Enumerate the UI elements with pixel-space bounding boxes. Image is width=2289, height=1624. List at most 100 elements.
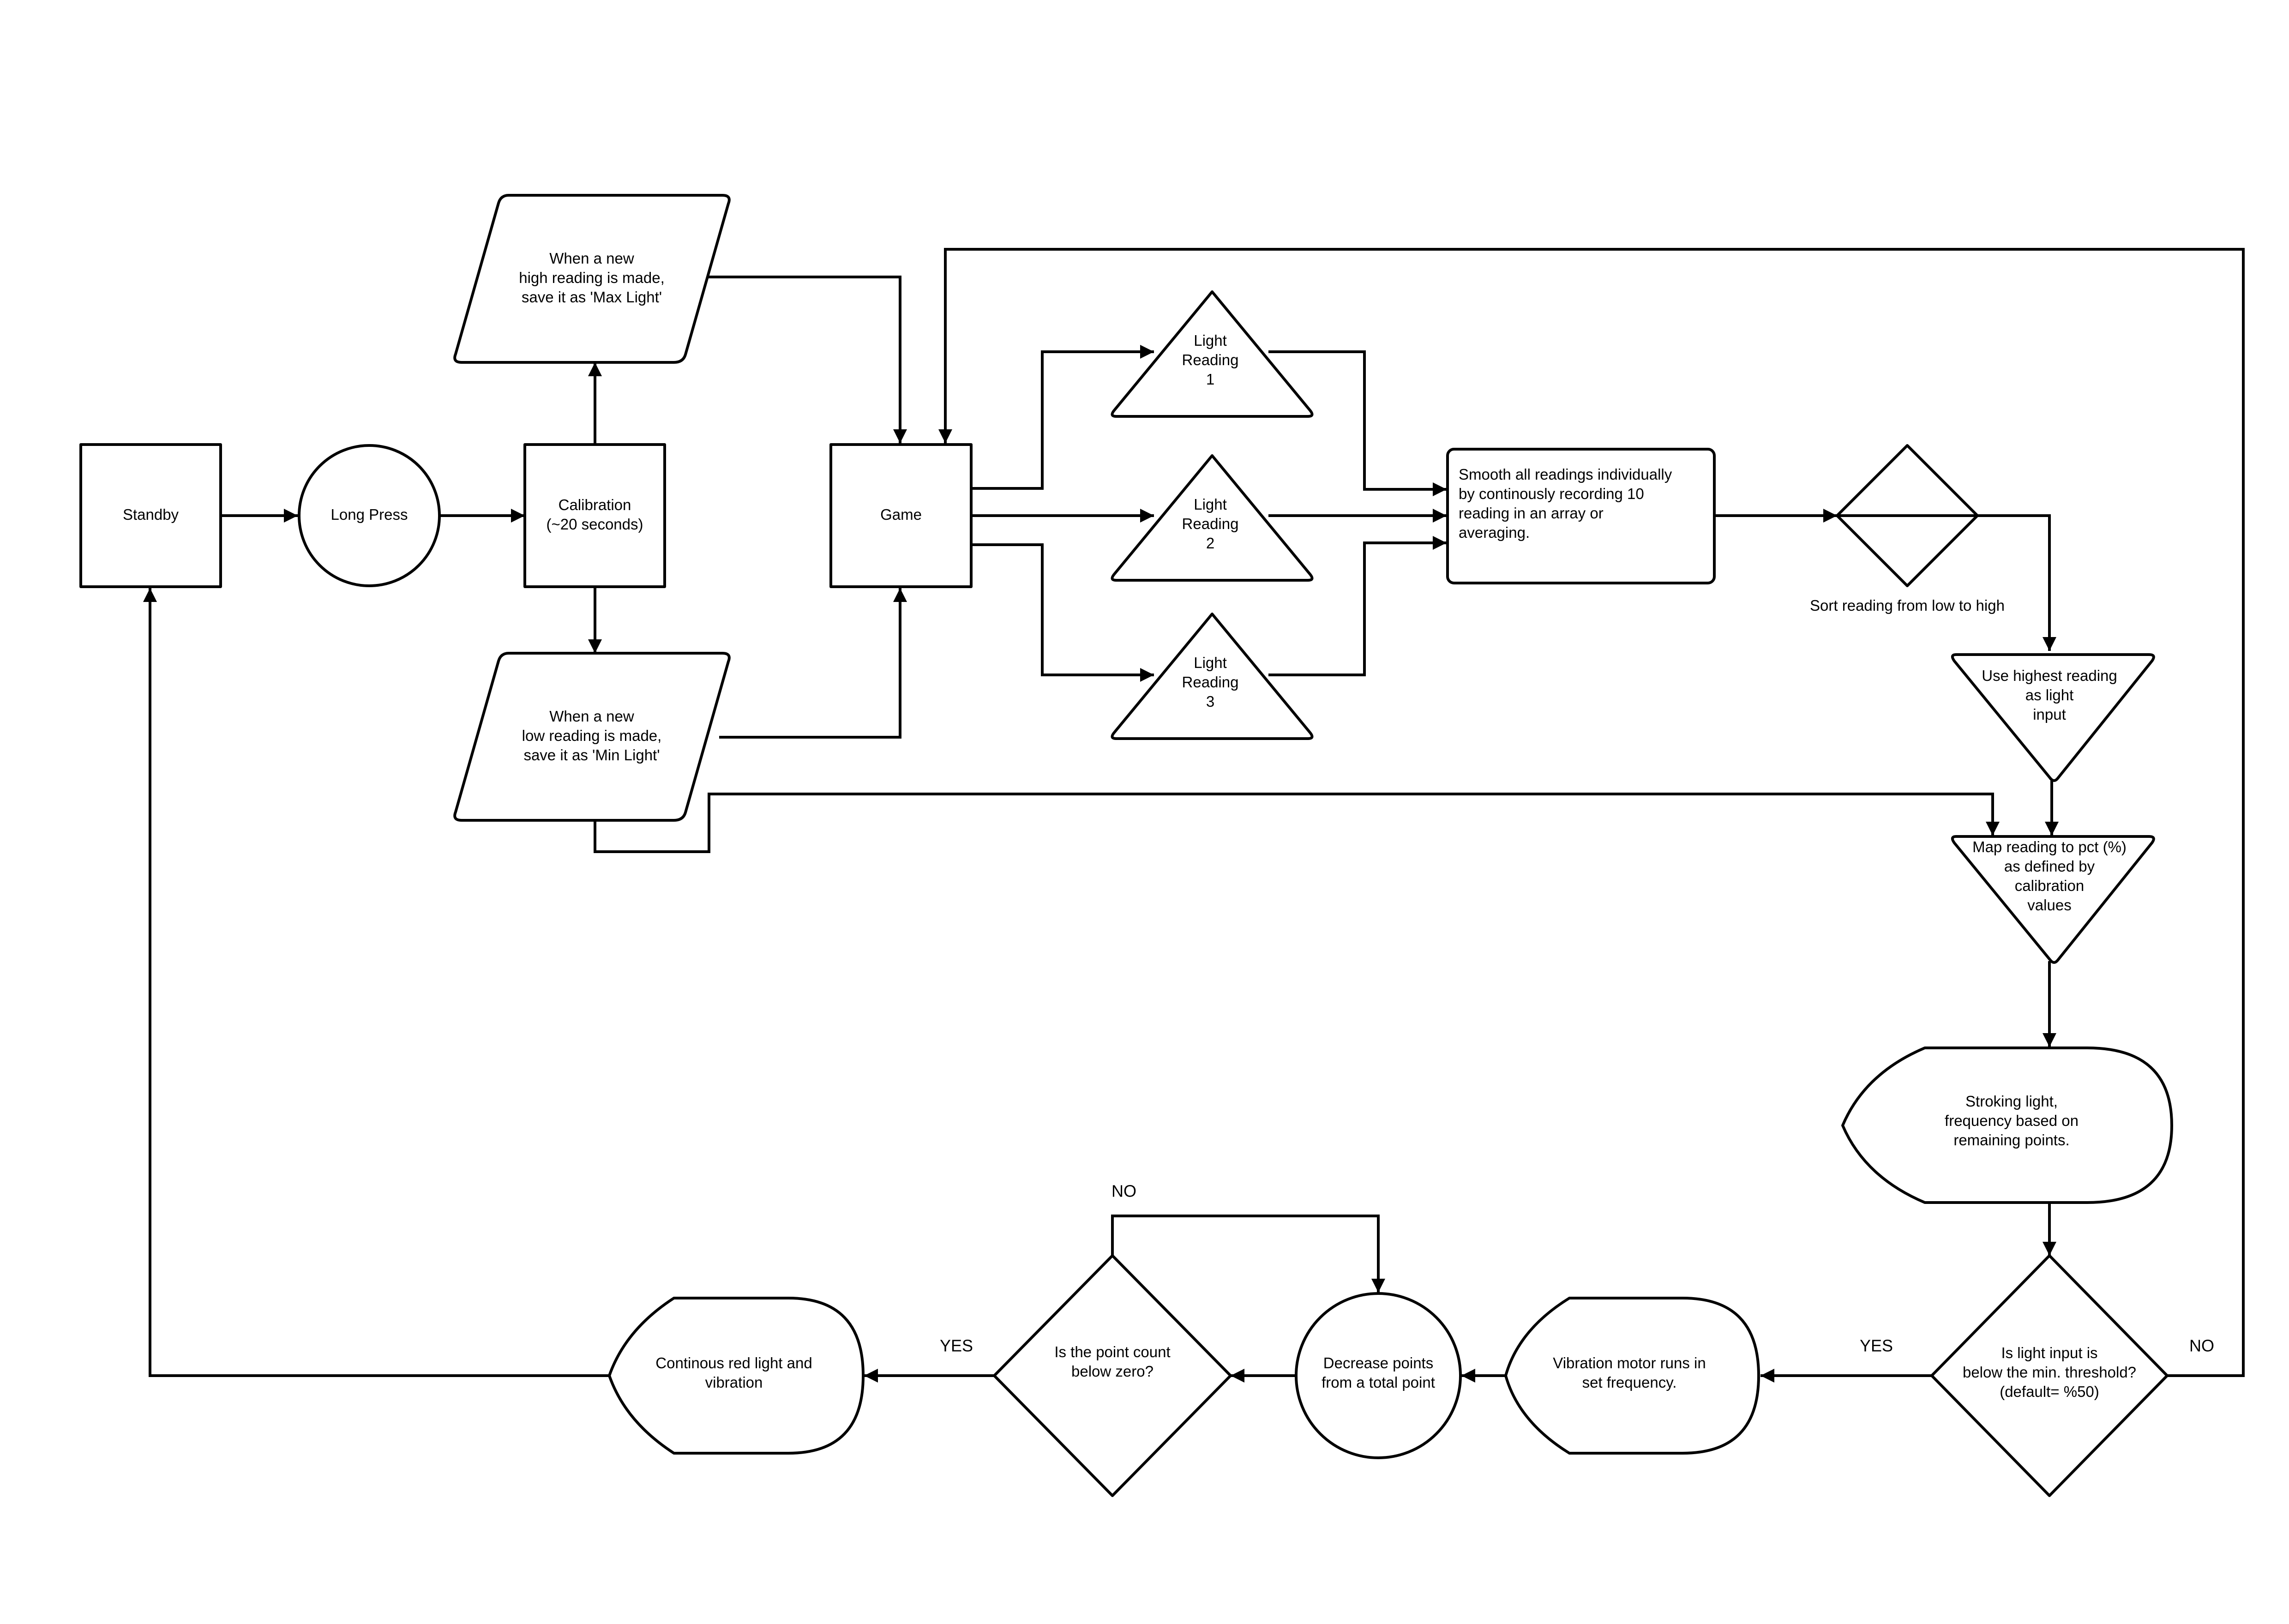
long-press-node: [298, 444, 441, 587]
edge-game-to-reading3: [971, 543, 1154, 682]
decrease-label: Decrease points from a total point: [1322, 1354, 1435, 1391]
stroking-label-line: Stroking light,: [1965, 1093, 2058, 1110]
calibration-label-line: Calibration: [559, 496, 631, 513]
light-reading-2-label-line: Light: [1194, 496, 1227, 513]
threshold-node: [1930, 1254, 2169, 1497]
point-count-label: Is the point count below zero?: [1054, 1343, 1170, 1380]
standby-label-line: Standby: [123, 506, 179, 523]
edge-maxlight-to-game: [702, 276, 907, 443]
standby-label: Standby: [123, 506, 179, 523]
light-reading-3-node: [1111, 613, 1314, 740]
max-light-label-line: When a new: [549, 250, 634, 267]
game-node: [829, 443, 973, 588]
vibration-node: [1504, 1297, 1760, 1455]
standby-node: [79, 443, 222, 588]
min-light-label-line: When a new: [549, 708, 634, 725]
light-reading-1-label-line: Light: [1194, 332, 1227, 349]
edge-minlight-to-game: [719, 588, 907, 739]
smooth-label-line: by continously recording 10: [1459, 485, 1644, 502]
game-label-line: Game: [880, 506, 922, 523]
light-reading-2-label-line: 2: [1206, 535, 1214, 552]
light-reading-2-node: [1111, 454, 1314, 582]
vibration-label: Vibration motor runs in set frequency.: [1553, 1354, 1706, 1391]
max-light-node: [453, 194, 731, 364]
calibration-node: [523, 443, 666, 588]
edge-game-to-reading1: [971, 345, 1154, 490]
points-yes-label: YES: [940, 1336, 973, 1355]
edge-reading3-to-smooth: [1268, 536, 1447, 676]
long-press-label: Long Press: [331, 506, 408, 523]
threshold-label: Is light input is below the min. threshol…: [1963, 1344, 2136, 1400]
stroking-label-line: frequency based on: [1945, 1112, 2079, 1129]
stroking-node: [1841, 1047, 2173, 1204]
map-reading-label-line: calibration: [2015, 877, 2084, 894]
threshold-label-line: Is light input is: [2001, 1344, 2097, 1361]
use-highest-label-line: input: [2033, 706, 2066, 723]
smooth-label-line: Smooth all readings individually: [1459, 466, 1672, 483]
nodes: Standby Long Press Calibration (~20 secon…: [79, 194, 2173, 1497]
long-press-label-line: Long Press: [331, 506, 408, 523]
light-reading-1-label-line: Reading: [1182, 351, 1239, 368]
stroking-label-line: remaining points.: [1953, 1131, 2069, 1149]
threshold-no-label: NO: [2189, 1336, 2214, 1355]
point-count-label-line: below zero?: [1071, 1363, 1154, 1380]
min-light-node: [453, 652, 731, 822]
calibration-label: Calibration (~20 seconds): [546, 496, 643, 533]
sort-label-line: Sort reading from low to high: [1810, 597, 2005, 614]
calibration-label-line: (~20 seconds): [546, 516, 643, 533]
edge-reading1-to-smooth: [1268, 350, 1447, 496]
points-no-label: NO: [1111, 1182, 1136, 1201]
edge-minlight-to-map: [594, 793, 2000, 853]
edge-threshold-no-to-game: [938, 248, 2245, 1377]
threshold-label-line: (default= %50): [2000, 1383, 2099, 1400]
smooth-label: Smooth all readings individually by conti…: [1459, 466, 1672, 541]
min-light-label-line: low reading is made,: [522, 727, 662, 744]
edge-labels: YES NO YES NO: [940, 1182, 2214, 1355]
light-reading-3-label-line: Light: [1194, 654, 1227, 671]
edge-sort-to-usehighest: [1977, 514, 2056, 651]
light-reading-1-label-line: 1: [1206, 371, 1214, 388]
threshold-yes-label: YES: [1860, 1336, 1893, 1355]
threshold-label-line: below the min. threshold?: [1963, 1364, 2136, 1381]
use-highest-label: Use highest reading as light input: [1982, 667, 2117, 723]
use-highest-node: [1951, 653, 2155, 782]
min-light-label: When a new low reading is made, save it as…: [522, 708, 662, 764]
continous-node: [608, 1297, 865, 1455]
map-reading-label-line: as defined by: [2004, 858, 2095, 875]
use-highest-label-line: as light: [2025, 686, 2074, 704]
light-reading-1-node: [1111, 290, 1314, 418]
use-highest-label-line: Use highest reading: [1982, 667, 2117, 684]
point-count-label-line: Is the point count: [1054, 1343, 1170, 1360]
light-reading-2-label-line: Reading: [1182, 515, 1239, 532]
smooth-label-line: averaging.: [1459, 524, 1530, 541]
map-reading-node: [1951, 835, 2155, 964]
game-label: Game: [880, 506, 922, 523]
sort-label: Sort reading from low to high: [1810, 597, 2005, 614]
smooth-node: [1446, 448, 1716, 584]
edge-continous-to-standby: [143, 588, 608, 1377]
decrease-label-line: Decrease points: [1323, 1354, 1433, 1371]
point-count-node: [993, 1254, 1232, 1497]
light-reading-3-label-line: 3: [1206, 693, 1214, 710]
decrease-node: [1295, 1292, 1462, 1459]
edge-usehighest-to-map: [2045, 777, 2059, 836]
vibration-label-line: Vibration motor runs in: [1553, 1354, 1706, 1371]
vibration-label-line: set frequency.: [1582, 1374, 1677, 1391]
continous-label-line: Continous red light and: [655, 1354, 812, 1371]
map-reading-label-line: values: [2027, 896, 2071, 914]
max-light-label-line: high reading is made,: [519, 269, 665, 286]
light-reading-3-label-line: Reading: [1182, 674, 1239, 691]
min-light-label-line: save it as 'Min Light': [523, 746, 660, 764]
smooth-label-line: reading in an array or: [1459, 505, 1604, 522]
edge-pointcount-no-to-decrease: [1111, 1215, 1385, 1293]
edges: [143, 248, 2245, 1383]
decrease-label-line: from a total point: [1322, 1374, 1435, 1391]
continous-label-line: vibration: [705, 1374, 763, 1391]
